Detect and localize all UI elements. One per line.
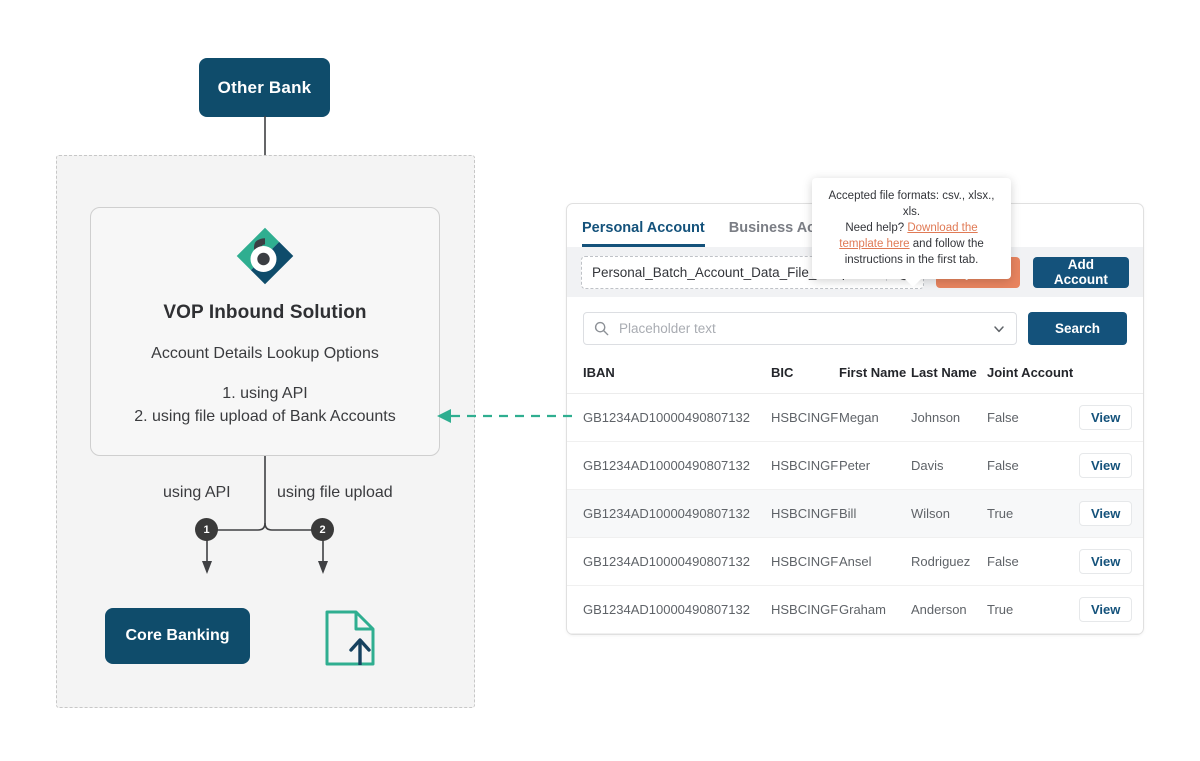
file-upload-icon [325,610,375,666]
other-bank-node: Other Bank [199,58,330,117]
cell-joint-account: False [987,441,1079,490]
step-badge-1: 1 [195,518,218,541]
view-button[interactable]: View [1079,453,1133,478]
cell-last-name: Smith [911,633,987,634]
cell-last-name: Rodriguez [911,537,987,586]
cell-actions: View [1079,393,1143,442]
cell-iban: GB1234AD10000490807132 [567,489,771,538]
cell-joint-account: False [987,393,1079,442]
cell-bic: HSBCINGF [771,393,839,442]
cell-actions: View [1079,537,1143,586]
chevron-down-icon[interactable] [992,322,1006,336]
cell-first-name: Megan [839,393,911,442]
view-button[interactable]: View [1079,549,1133,574]
column-header-actions [1079,357,1143,394]
column-header-joint-account: Joint Account [987,357,1079,394]
cell-iban: GB1234AD10000490807132 [567,441,771,490]
panel-to-vop-connector [437,409,572,423]
cell-actions: View [1079,441,1143,490]
file-format-tooltip: Accepted file formats: csv., xlsx., xls.… [812,178,1011,287]
cell-first-name: Graham [839,585,911,634]
cell-first-name: Peter [839,441,911,490]
branch-connectors [202,456,328,574]
architecture-diagram: Other Bank VOP Inbound Solution Account … [0,0,520,761]
step-badge-2: 2 [311,518,334,541]
cell-bic: HSBCINGF [771,585,839,634]
cell-bic: HSBCINGF [771,489,839,538]
vop-inbound-solution-card: VOP Inbound Solution Account Details Loo… [90,207,440,456]
search-button[interactable]: Search [1027,312,1127,345]
column-header-bic: BIC [771,357,839,394]
cell-bic: HSBCINGF [771,633,839,634]
column-header-first-name: First Name [839,357,911,394]
tooltip-line-2: Need help? Download the template here an… [824,220,999,268]
cell-last-name: Johnson [911,393,987,442]
cell-first-name: Ansel [839,537,911,586]
search-icon [594,321,609,336]
cell-joint-account: True [987,489,1079,538]
tooltip-instructions-text: and follow the instructions in the first… [844,238,984,266]
cell-joint-account: False [987,633,1079,634]
vop-title: VOP Inbound Solution [163,302,367,323]
cell-joint-account: False [987,537,1079,586]
cell-joint-account: True [987,585,1079,634]
accounts-table: IBAN BIC First Name Last Name Joint Acco… [567,357,1143,634]
cell-first-name: Bill [839,489,911,538]
tab-personal-account[interactable]: Personal Account [582,220,705,247]
cell-bic: HSBCINGF [771,537,839,586]
tooltip-need-help-text: Need help? [845,222,908,234]
cell-actions: View [1079,489,1143,538]
cell-last-name: Wilson [911,489,987,538]
view-button[interactable]: View [1079,501,1133,526]
cell-iban: GB1234AD10573220807132 [567,633,771,634]
branch-label-file-upload: using file upload [277,484,393,501]
vop-option-1: 1. using API [222,385,308,402]
cell-actions: View [1079,633,1143,634]
view-button[interactable]: View [1079,597,1133,622]
cell-last-name: Davis [911,441,987,490]
add-account-button[interactable]: Add Account [1032,256,1129,288]
cell-iban: GB1234AD10000490807132 [567,585,771,634]
table-header-row: IBAN BIC First Name Last Name Joint Acco… [567,357,1143,394]
tooltip-line-1: Accepted file formats: csv., xlsx., xls. [828,190,995,218]
core-banking-node: Core Banking [105,608,250,664]
core-banking-label: Core Banking [125,627,230,644]
cell-actions: View [1079,585,1143,634]
vop-option-2: 2. using file upload of Bank Accounts [134,408,396,425]
column-header-iban: IBAN [567,357,771,394]
cell-last-name: Anderson [911,585,987,634]
cell-first-name: Harry [839,633,911,634]
cell-iban: GB1234AD10000490807132 [567,537,771,586]
search-row: Search [567,297,1143,345]
branch-label-api: using API [163,484,231,501]
search-field[interactable] [583,312,1017,345]
brand-logo-icon [236,227,294,285]
vop-subtitle: Account Details Lookup Options [151,345,379,362]
cell-bic: HSBCINGF [771,441,839,490]
search-input[interactable] [617,320,992,337]
view-button[interactable]: View [1079,405,1133,430]
selected-file-name: Personal_Batch_Account_Data_File_Templat… [592,264,861,280]
table-row: GB1234AD10573220807132HSBCINGFHarrySmith… [567,633,1143,634]
download-template-link[interactable]: Download the template here [839,222,978,250]
column-header-last-name: Last Name [911,357,987,394]
cell-iban: GB1234AD10000490807132 [567,393,771,442]
other-bank-label: Other Bank [217,77,312,97]
